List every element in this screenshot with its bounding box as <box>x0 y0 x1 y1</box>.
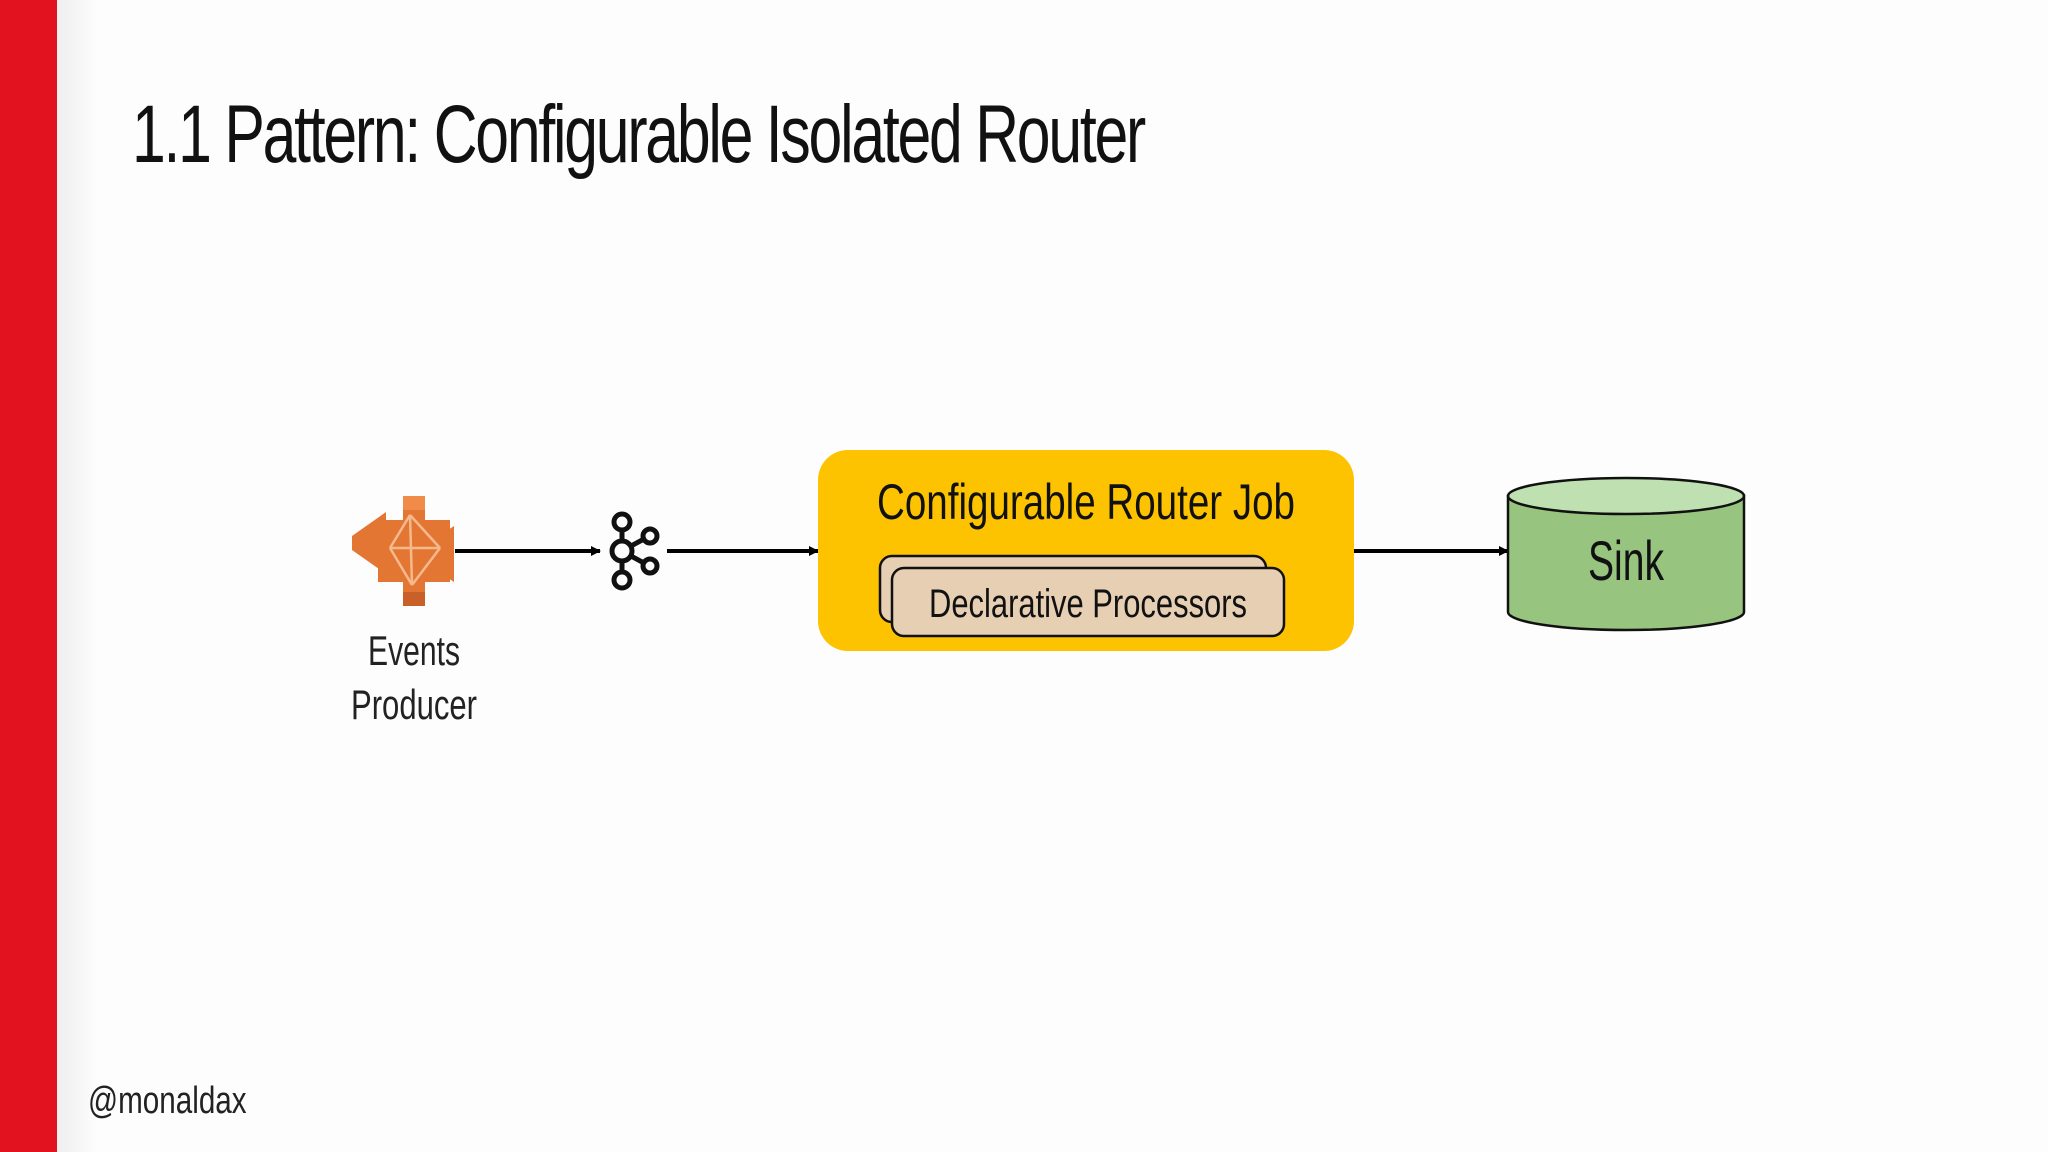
events-producer-icon <box>352 496 454 606</box>
kafka-icon <box>609 511 660 591</box>
accent-bar-shadow <box>57 0 97 1152</box>
sink-label: Sink <box>1588 529 1665 592</box>
slide-title: 1.1 Pattern: Configurable Isolated Route… <box>132 89 1146 180</box>
producer-label-line2: Producer <box>351 681 477 728</box>
router-job-label: Configurable Router Job <box>877 474 1295 530</box>
processors-label: Declarative Processors <box>929 582 1247 626</box>
sink-cylinder <box>1506 476 1746 632</box>
producer-label-line1: Events <box>368 627 460 674</box>
author-handle: @monaldax <box>88 1080 247 1122</box>
accent-bar <box>0 0 57 1152</box>
processors-card <box>890 566 1286 638</box>
